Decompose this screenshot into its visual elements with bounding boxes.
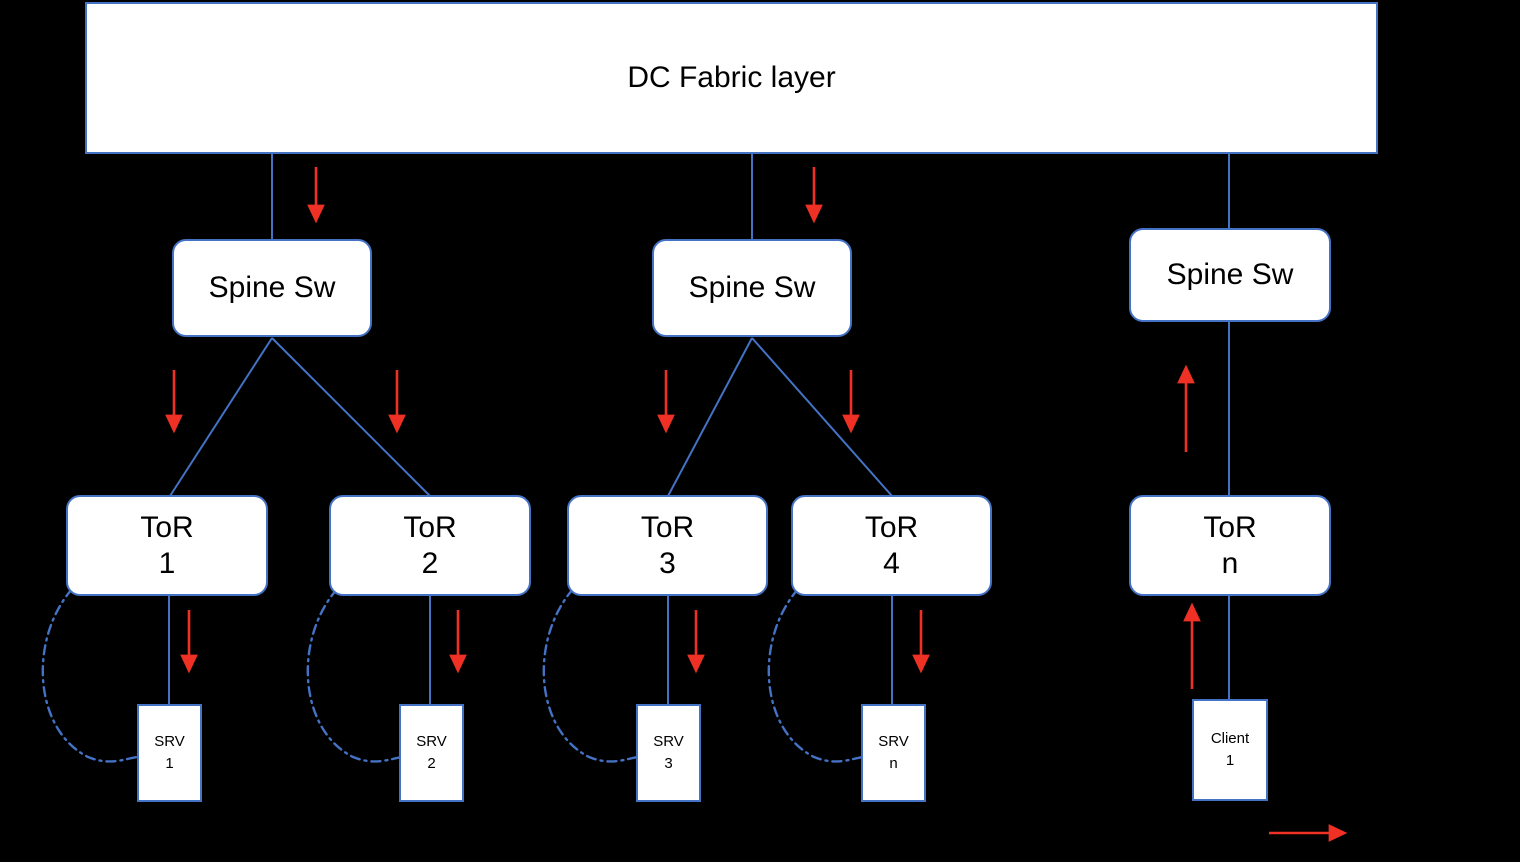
- tor-switch-2-index: 2: [421, 546, 439, 580]
- red-arrows: [165, 167, 1348, 842]
- tor-switch-2[interactable]: ToR 2: [329, 495, 531, 596]
- server-3[interactable]: SRV 3: [636, 704, 701, 802]
- client-1[interactable]: Client 1: [1192, 699, 1268, 801]
- server-n-label: SRV: [878, 732, 909, 750]
- server-2-index: 2: [427, 755, 436, 772]
- link-spine1-tor1: [169, 337, 273, 497]
- link-spine2-tor3: [667, 337, 753, 497]
- link-spine2-tor4: [751, 337, 893, 497]
- tor-switch-3[interactable]: ToR 3: [567, 495, 768, 596]
- server-1[interactable]: SRV 1: [137, 704, 202, 802]
- spine-switch-3-label: Spine Sw: [1166, 258, 1294, 292]
- server-3-label: SRV: [653, 732, 684, 750]
- spine-switch-3[interactable]: Spine Sw: [1129, 228, 1331, 322]
- client-1-label: Client: [1210, 729, 1250, 747]
- server-2-label: SRV: [416, 732, 447, 750]
- dc-fabric-layer-label: DC Fabric layer: [627, 61, 836, 95]
- tor-switch-3-label: ToR: [640, 511, 695, 545]
- tor-switch-2-label: ToR: [403, 511, 457, 545]
- server-n[interactable]: SRV n: [861, 704, 926, 802]
- server-n-index: n: [889, 755, 898, 772]
- spine-switch-2[interactable]: Spine Sw: [652, 239, 852, 337]
- tor-switch-1-index: 1: [158, 546, 176, 580]
- dc-fabric-layer-box[interactable]: DC Fabric layer: [85, 2, 1378, 154]
- tor-switch-n-index: n: [1221, 546, 1239, 580]
- tor-switch-4-index: 4: [883, 546, 900, 580]
- blue-links: [168, 154, 1230, 706]
- server-2[interactable]: SRV 2: [399, 704, 464, 802]
- link-spine1-tor2: [271, 337, 431, 497]
- dashed-loop-tor4-srvn: [767, 587, 865, 763]
- dashed-loop-tor2-srv2: [306, 587, 404, 763]
- spine-switch-1-label: Spine Sw: [208, 271, 336, 305]
- server-3-index: 3: [664, 755, 673, 772]
- server-1-index: 1: [165, 755, 174, 772]
- tor-switch-1[interactable]: ToR 1: [66, 495, 268, 596]
- tor-switch-n[interactable]: ToR n: [1129, 495, 1331, 596]
- spine-switch-2-label: Spine Sw: [688, 271, 816, 305]
- dashed-loop-tor3-srv3: [542, 587, 640, 763]
- dashed-loop-links: [41, 587, 865, 763]
- client-1-index: 1: [1225, 752, 1235, 769]
- server-1-label: SRV: [154, 732, 185, 750]
- dashed-loop-tor1-srv1: [41, 587, 139, 763]
- tor-switch-1-label: ToR: [140, 511, 194, 545]
- tor-switch-4[interactable]: ToR 4: [791, 495, 992, 596]
- tor-switch-n-label: ToR: [1203, 511, 1257, 545]
- tor-switch-4-label: ToR: [864, 511, 919, 545]
- spine-switch-1[interactable]: Spine Sw: [172, 239, 372, 337]
- tor-switch-3-index: 3: [659, 546, 676, 580]
